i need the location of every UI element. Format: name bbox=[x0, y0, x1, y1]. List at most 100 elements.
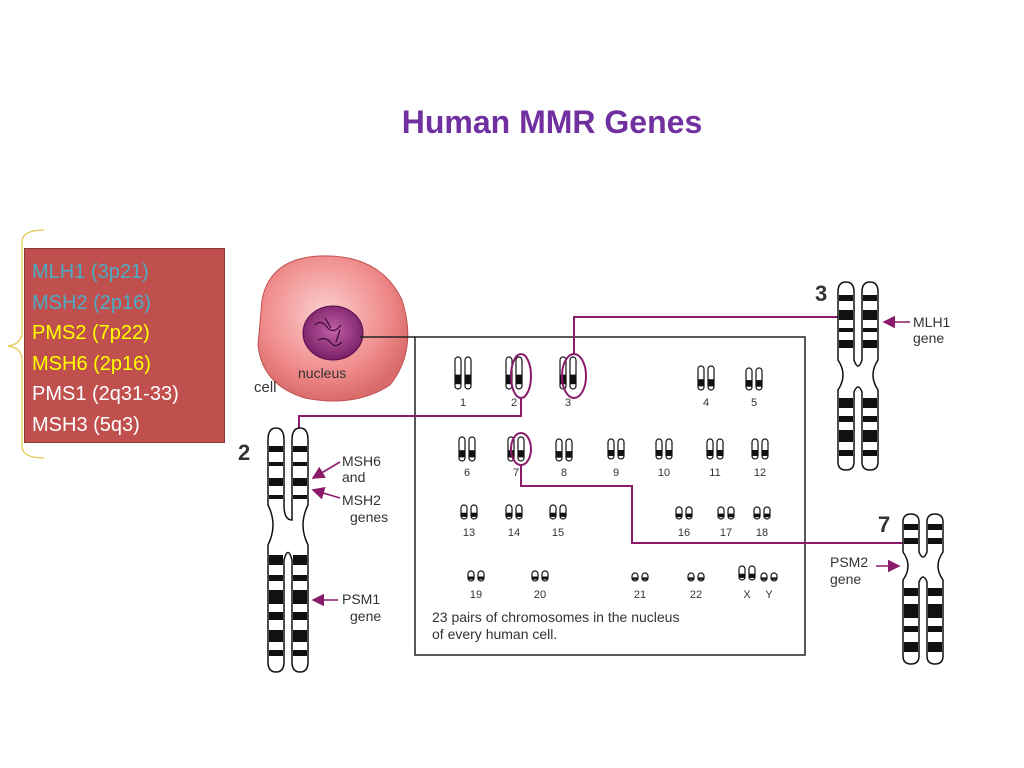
karyotype-band bbox=[754, 513, 760, 518]
karyotype-number: 10 bbox=[658, 467, 670, 479]
karyotype-number: 3 bbox=[565, 397, 571, 409]
chr2-arrows bbox=[311, 461, 341, 607]
karyotype-band bbox=[556, 451, 562, 458]
psm2-label-2: gene bbox=[830, 571, 861, 587]
karyotype-band bbox=[632, 577, 638, 580]
msh6-label-2: and bbox=[342, 469, 365, 485]
karyotype-band bbox=[516, 374, 522, 385]
nucleus-label: nucleus bbox=[298, 365, 346, 381]
chr2-number: 2 bbox=[238, 440, 250, 465]
karyotype-band bbox=[728, 513, 734, 518]
karyotype-band bbox=[642, 577, 648, 580]
karyotype-band bbox=[506, 512, 512, 517]
gene-item-pms1: PMS1 (2q31-33) bbox=[32, 383, 179, 405]
karyotype-chromatid bbox=[675, 506, 683, 520]
caption-line-1: 23 pairs of chromosomes in the nucleus bbox=[432, 609, 679, 625]
karyotype-number: 4 bbox=[703, 397, 709, 409]
karyotype-band bbox=[469, 450, 475, 458]
karyotype-band bbox=[676, 513, 682, 518]
karyotype-band bbox=[764, 513, 770, 518]
msh2-label-1: MSH2 bbox=[342, 492, 381, 508]
karyotype-number: 2 bbox=[511, 397, 517, 409]
karyotype-number: 21 bbox=[634, 589, 646, 601]
cell-label: cell bbox=[254, 379, 277, 396]
bracket-decoration bbox=[7, 229, 45, 459]
mlh1-label-2: gene bbox=[913, 330, 944, 346]
gene-item-pms2: PMS2 (7p22) bbox=[32, 322, 150, 344]
karyotype-band bbox=[459, 450, 465, 458]
karyotype-number: 14 bbox=[508, 527, 520, 539]
karyotype-number: 19 bbox=[470, 589, 482, 601]
karyotype-band bbox=[506, 374, 512, 385]
psm2-label-1: PSM2 bbox=[830, 554, 868, 570]
karyotype-band bbox=[718, 513, 724, 518]
karyotype-band bbox=[516, 512, 522, 517]
karyotype-band bbox=[550, 512, 556, 517]
karyotype-band bbox=[455, 374, 461, 385]
karyotype-number: 15 bbox=[552, 527, 564, 539]
gene-list-box: MLH1 (3p21) MSH2 (2p16) PMS2 (7p22) MSH6… bbox=[24, 248, 225, 443]
slide-title: Human MMR Genes bbox=[401, 104, 703, 140]
karyotype-band bbox=[707, 450, 713, 456]
karyotype-number: X bbox=[743, 589, 751, 601]
karyotype-band bbox=[518, 450, 524, 458]
karyotype-number: 16 bbox=[678, 527, 690, 539]
karyotype-band bbox=[746, 380, 752, 387]
karyotype-number: 20 bbox=[534, 589, 546, 601]
karyotype-band bbox=[618, 450, 624, 456]
karyotype-band bbox=[560, 512, 566, 517]
karyotype-band bbox=[708, 379, 714, 387]
karyotype-band bbox=[471, 512, 477, 517]
cell-illustration bbox=[257, 255, 409, 402]
karyotype-number: 8 bbox=[561, 467, 567, 479]
karyotype-band bbox=[698, 577, 704, 580]
psm1-label-2: gene bbox=[350, 608, 381, 624]
karyotype-number: 1 bbox=[460, 397, 466, 409]
gene-item-msh6: MSH6 (2p16) bbox=[32, 352, 151, 375]
karyotype-band bbox=[468, 576, 474, 580]
karyotype-band bbox=[739, 573, 745, 578]
karyotype-number: 9 bbox=[613, 467, 619, 479]
karyotype-chromatid bbox=[717, 506, 725, 520]
mlh1-label-1: MLH1 bbox=[913, 314, 951, 330]
karyotype-number: Y bbox=[765, 589, 773, 601]
karyotype-band bbox=[771, 577, 777, 580]
karyotype-number: 7 bbox=[513, 467, 519, 479]
karyotype-number: 18 bbox=[756, 527, 768, 539]
karyotype-band bbox=[688, 577, 694, 580]
karyotype-band bbox=[666, 450, 672, 456]
karyotype-chromatid bbox=[753, 506, 761, 520]
karyotype-band bbox=[461, 512, 467, 517]
chromosome-2 bbox=[267, 427, 309, 673]
gene-item-msh2: MSH2 (2p16) bbox=[32, 291, 151, 314]
karyotype-band bbox=[756, 380, 762, 387]
karyotype-band bbox=[698, 379, 704, 387]
karyotype-band bbox=[542, 576, 548, 580]
chromosome-3 bbox=[837, 281, 879, 471]
msh2-label-2: genes bbox=[350, 509, 388, 525]
karyotype-chromatid bbox=[727, 506, 735, 520]
gene-item-msh3: MSH3 (5q3) bbox=[32, 413, 140, 436]
karyotype-band bbox=[762, 450, 768, 456]
karyotype-band bbox=[717, 450, 723, 456]
karyotype-band bbox=[608, 450, 614, 456]
karyotype-number: 6 bbox=[464, 467, 470, 479]
chromosome-7 bbox=[902, 513, 944, 665]
karyotype-band bbox=[749, 573, 755, 578]
psm1-label-1: PSM1 bbox=[342, 591, 380, 607]
karyotype-chromatid bbox=[685, 506, 693, 520]
karyotype-band bbox=[686, 513, 692, 518]
karyotype-band bbox=[656, 450, 662, 456]
karyotype-chromatid bbox=[763, 506, 771, 520]
msh6-label-1: MSH6 bbox=[342, 453, 381, 469]
karyotype-number: 13 bbox=[463, 527, 475, 539]
karyotype-number: 11 bbox=[709, 467, 720, 479]
karyotype-band bbox=[465, 374, 471, 385]
karyotype-band bbox=[752, 450, 758, 456]
karyotype-band bbox=[478, 576, 484, 580]
gene-item-mlh1: MLH1 (3p21) bbox=[32, 261, 149, 283]
karyotype-number: 12 bbox=[754, 467, 766, 479]
chr3-number: 3 bbox=[815, 281, 827, 306]
